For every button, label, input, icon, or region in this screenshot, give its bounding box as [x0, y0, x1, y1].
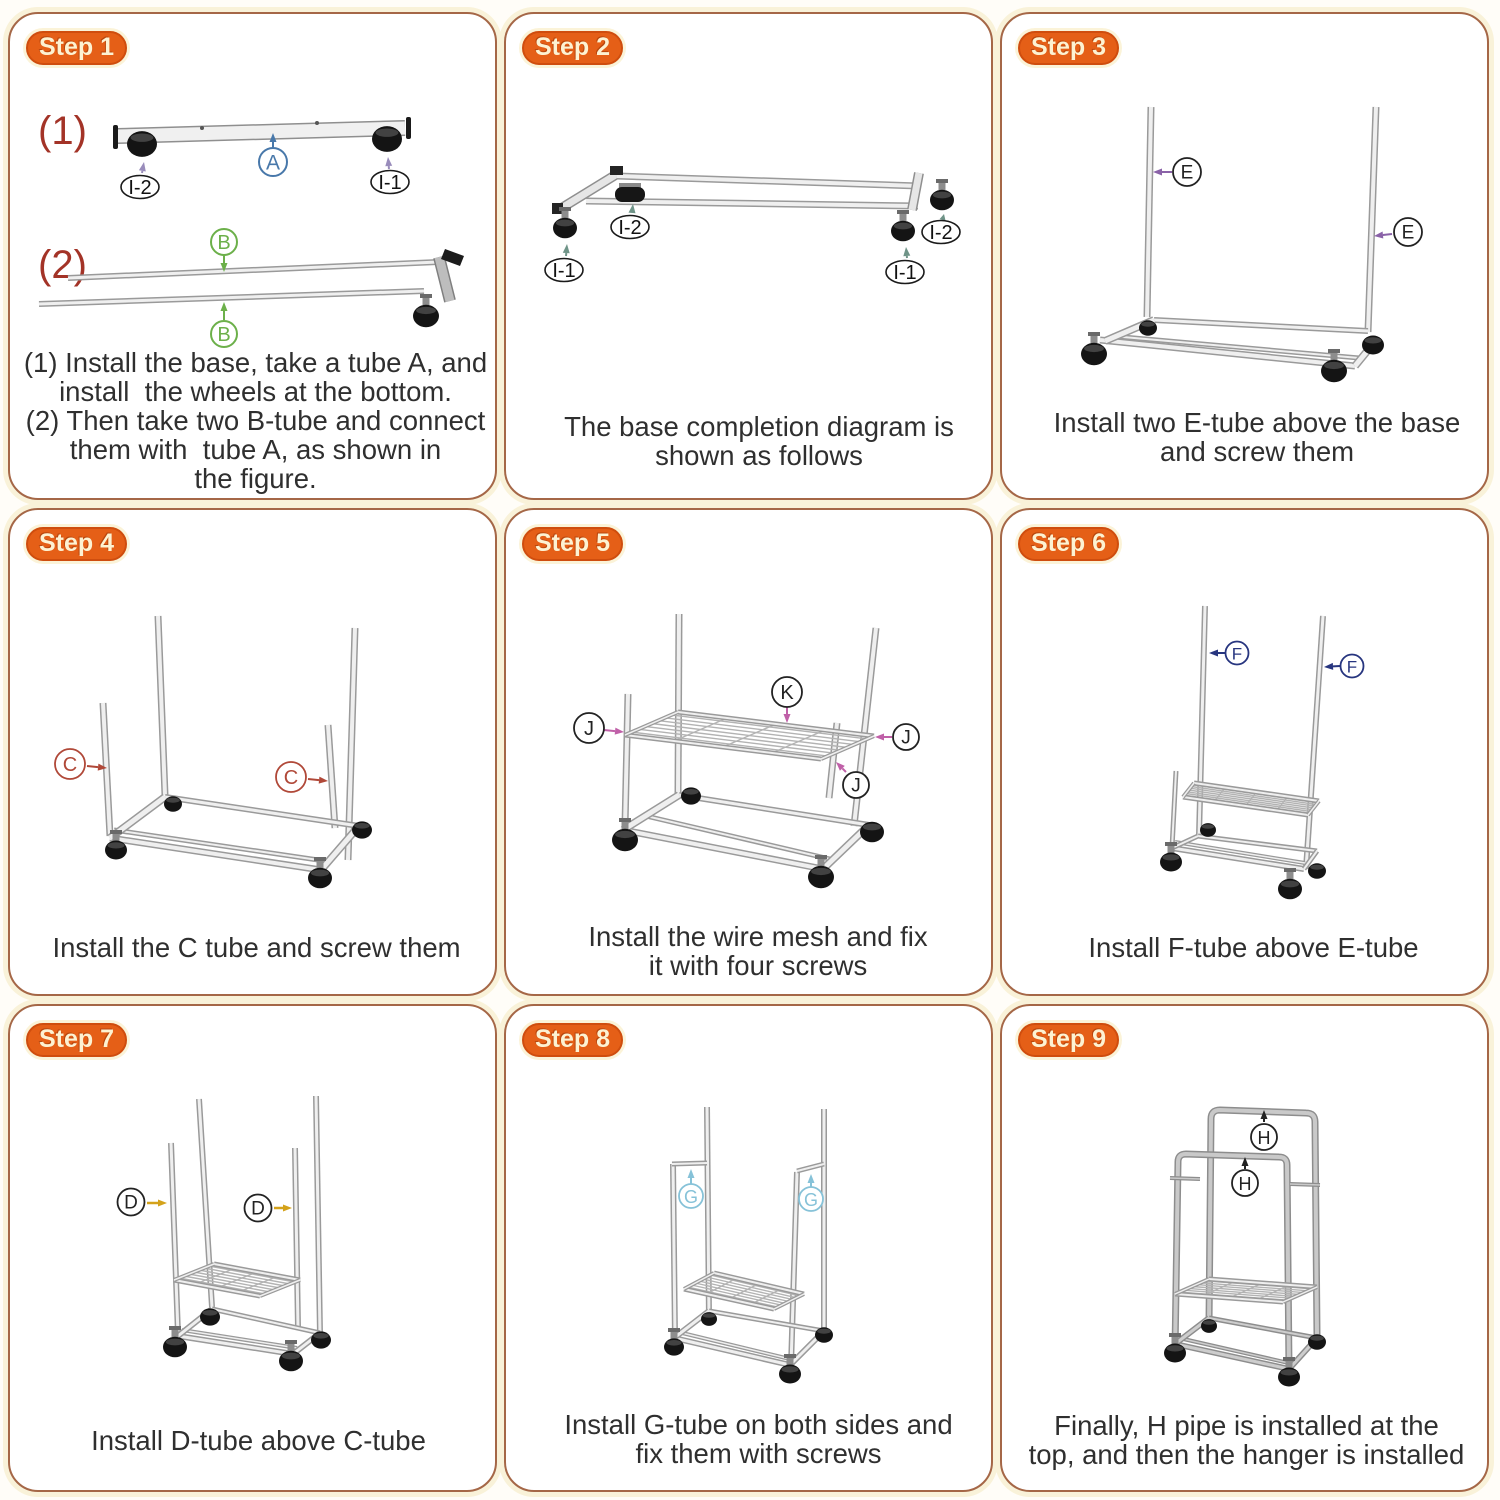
- svg-text:I-2: I-2: [128, 177, 151, 199]
- svg-text:A: A: [266, 152, 280, 175]
- svg-text:C: C: [63, 754, 77, 776]
- svg-text:C: C: [284, 767, 298, 789]
- svg-text:B: B: [217, 324, 230, 346]
- svg-text:D: D: [124, 1193, 138, 1214]
- svg-text:K: K: [780, 682, 794, 704]
- svg-text:J: J: [851, 776, 861, 797]
- svg-text:J: J: [584, 718, 594, 740]
- svg-text:F: F: [1232, 645, 1242, 664]
- svg-text:I-1: I-1: [378, 172, 401, 194]
- svg-text:E: E: [1181, 163, 1194, 184]
- svg-text:F: F: [1347, 658, 1357, 677]
- svg-text:(1): (1): [38, 109, 87, 153]
- svg-text:I-1: I-1: [552, 260, 575, 282]
- svg-text:H: H: [1258, 1128, 1271, 1148]
- svg-text:H: H: [1239, 1174, 1252, 1194]
- svg-text:I-2: I-2: [929, 222, 952, 244]
- svg-text:E: E: [1402, 223, 1415, 244]
- svg-text:B: B: [217, 232, 230, 254]
- svg-text:G: G: [804, 1190, 818, 1210]
- svg-text:I-1: I-1: [893, 262, 916, 284]
- svg-text:G: G: [684, 1187, 698, 1207]
- svg-text:D: D: [251, 1199, 265, 1220]
- svg-text:J: J: [901, 728, 911, 749]
- svg-text:I-2: I-2: [618, 217, 641, 239]
